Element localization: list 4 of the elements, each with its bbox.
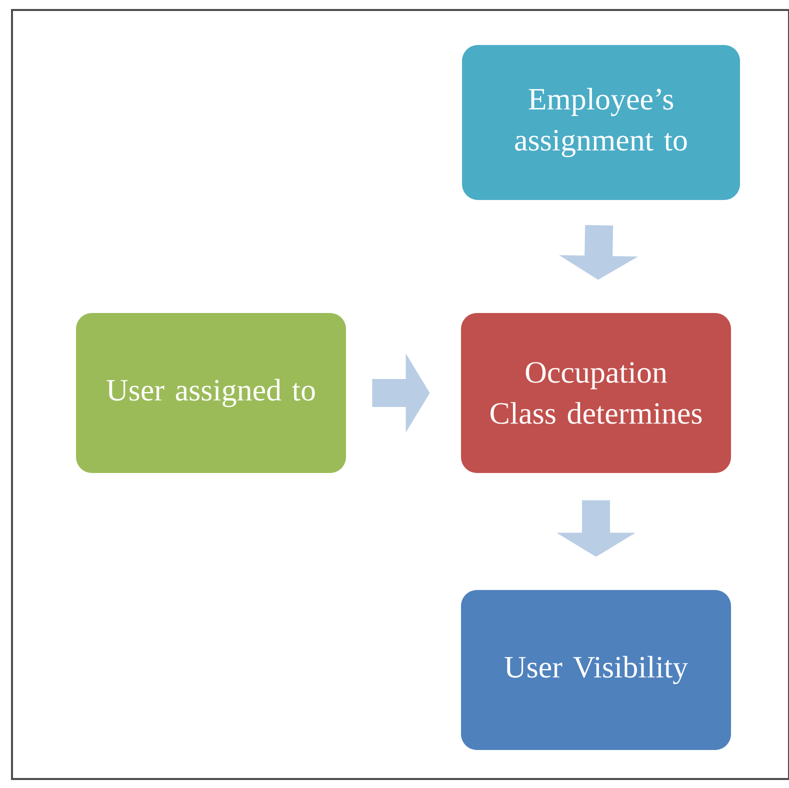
process-box: User Visibility [461, 590, 731, 750]
process-box: User assigned to [76, 313, 346, 473]
process-box: Employee’s assignment to [462, 45, 740, 200]
process-box: Occupation Class determines [461, 313, 731, 473]
